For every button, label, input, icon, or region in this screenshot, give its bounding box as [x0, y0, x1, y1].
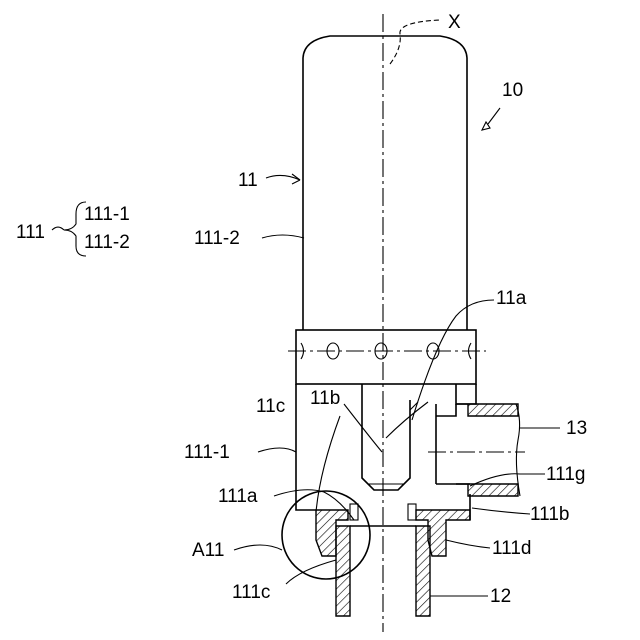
lower-body-label: 111-1: [184, 442, 230, 463]
inlet-pipe-label: 12: [490, 586, 511, 607]
upper-body-label: 111-2: [194, 228, 240, 249]
vent-band: [288, 330, 486, 384]
upper-body-outline: [303, 36, 467, 330]
cartridge-label: 11: [238, 170, 258, 191]
axis-label: X: [448, 12, 461, 33]
detail-region-label: A11: [192, 540, 224, 561]
seal-g-label: 111g: [546, 464, 585, 485]
group-bracket: [64, 202, 86, 256]
group-bracket-tail: [52, 227, 64, 230]
passage-a-label: 11a: [496, 288, 527, 309]
collar-d-label: 111d: [492, 538, 531, 559]
axis-leader: [390, 20, 440, 64]
part-group-label: 111: [16, 222, 45, 243]
wall-c-label: 111c: [232, 582, 270, 603]
outlet-pipe-label: 13: [566, 418, 587, 439]
passage-c-label: 11c: [256, 396, 285, 417]
part-group-sub2-label: 111-2: [84, 232, 130, 253]
part-group-sub1-label: 111-1: [84, 204, 130, 225]
flange-a-label: 111a: [218, 486, 258, 507]
step-b-label: 111b: [530, 504, 569, 525]
outlet-pipe: [428, 404, 525, 496]
assembly-label: 10: [502, 80, 523, 101]
passage-b-label: 11b: [310, 388, 340, 409]
